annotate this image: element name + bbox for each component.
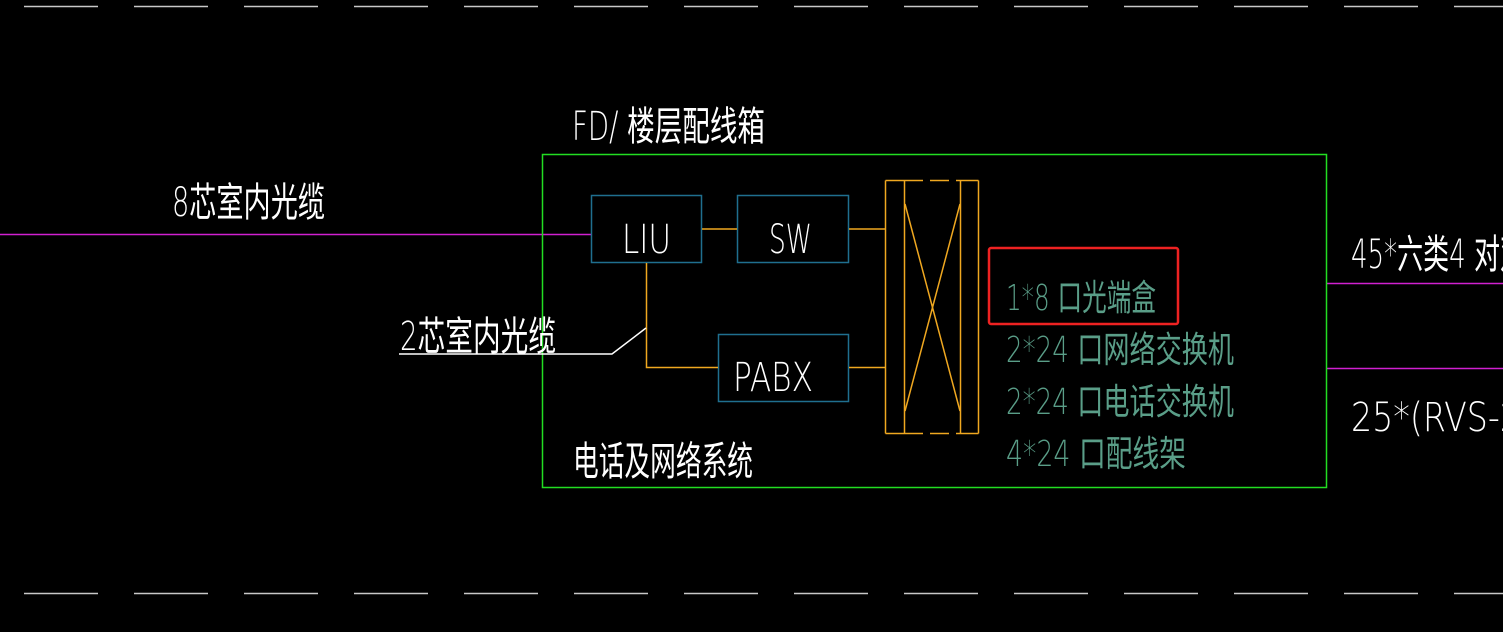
equipment-item: 1*8 口光端盒 [1006, 278, 1156, 319]
system-label: 电话及网络系统 [573, 439, 753, 485]
pabx-box[interactable] [717, 333, 850, 403]
cable-label-8core: 8芯室内光缆 [172, 180, 325, 226]
equipment-item: 2*24 口网络交换机 [1006, 330, 1234, 371]
device-label-liu: LIU [622, 217, 671, 263]
highlight-box[interactable] [987, 246, 1180, 326]
floor-distribution-frame [541, 153, 1328, 489]
equipment-item: 4*24 口配线架 [1006, 434, 1186, 475]
2core-cable-leader [399, 327, 647, 355]
device-label-pabx: PABX [733, 355, 813, 401]
equipment-item: 2*24 口电话交换机 [1006, 382, 1234, 423]
internal-wiring [645, 228, 885, 369]
device-label-sw: SW [769, 217, 812, 263]
patch-panel-symbol [884, 179, 980, 435]
liu-box[interactable] [590, 194, 703, 264]
cable-label-2core: 2芯室内光缆 [400, 314, 556, 360]
cable-label-cat6: 45*六类4 对双 [1351, 232, 1503, 278]
fd-title: FD/ 楼层配线箱 [572, 104, 765, 150]
cable-label-rvs: 25*(RVS-2 [1351, 395, 1503, 441]
sw-box[interactable] [736, 194, 850, 264]
equipment-list: 1*8 口光端盒 2*24 口网络交换机 2*24 口电话交换机 4*24 口配… [1006, 278, 1234, 475]
